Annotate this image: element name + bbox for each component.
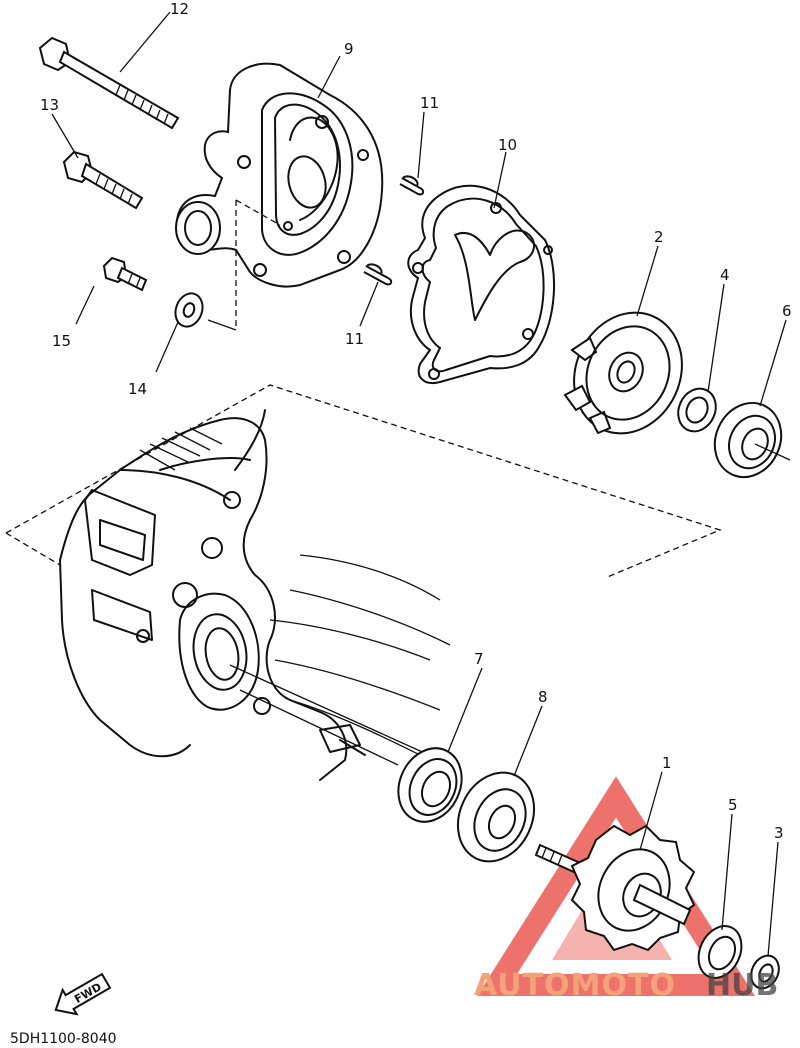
label-6: 6 bbox=[782, 302, 792, 320]
part-8-bearing bbox=[457, 771, 535, 863]
part-6-oil-seal bbox=[713, 402, 791, 478]
label-14: 14 bbox=[128, 380, 147, 398]
part-2-impeller bbox=[563, 311, 683, 435]
label-12: 12 bbox=[170, 0, 189, 18]
diagram-code: 5DH1100-8040 bbox=[10, 1031, 117, 1047]
part-1-impeller-shaft bbox=[534, 824, 696, 952]
part-9-pump-cover bbox=[175, 62, 384, 288]
watermark-text-primary: AUTOMOTO bbox=[474, 968, 676, 1003]
part-15-small-bolt bbox=[102, 256, 148, 292]
label-2: 2 bbox=[654, 228, 664, 246]
label-11-lower: 11 bbox=[345, 330, 364, 348]
part-5-washer bbox=[697, 925, 743, 979]
part-10-gasket bbox=[407, 184, 555, 384]
label-11-upper: 11 bbox=[420, 94, 439, 112]
label-3: 3 bbox=[774, 824, 784, 842]
fwd-arrow: FWD bbox=[54, 972, 112, 1016]
label-15: 15 bbox=[52, 332, 71, 350]
part-11-dowel-pin-upper bbox=[399, 175, 425, 196]
label-8: 8 bbox=[538, 688, 548, 706]
callout-numbers: 12 9 13 11 10 2 4 6 15 11 14 7 8 1 5 3 bbox=[40, 0, 792, 842]
part-12-long-bolt bbox=[38, 36, 180, 130]
part-7-oil-seal bbox=[397, 747, 463, 823]
label-4: 4 bbox=[720, 266, 730, 284]
label-7: 7 bbox=[474, 650, 484, 668]
part-14-washer bbox=[174, 292, 204, 328]
part-3-circlip bbox=[750, 954, 780, 990]
part-11-dowel-pin-lower bbox=[363, 263, 393, 286]
label-1: 1 bbox=[662, 754, 672, 772]
label-9: 9 bbox=[344, 40, 354, 58]
label-13: 13 bbox=[40, 96, 59, 114]
watermark-text-secondary: HUB bbox=[706, 968, 778, 1003]
crankcase-section bbox=[59, 409, 451, 781]
leader-lines bbox=[51, 11, 787, 957]
label-5: 5 bbox=[728, 796, 738, 814]
label-10: 10 bbox=[498, 136, 517, 154]
part-4-washer bbox=[677, 387, 717, 433]
part-13-short-bolt bbox=[62, 150, 144, 210]
